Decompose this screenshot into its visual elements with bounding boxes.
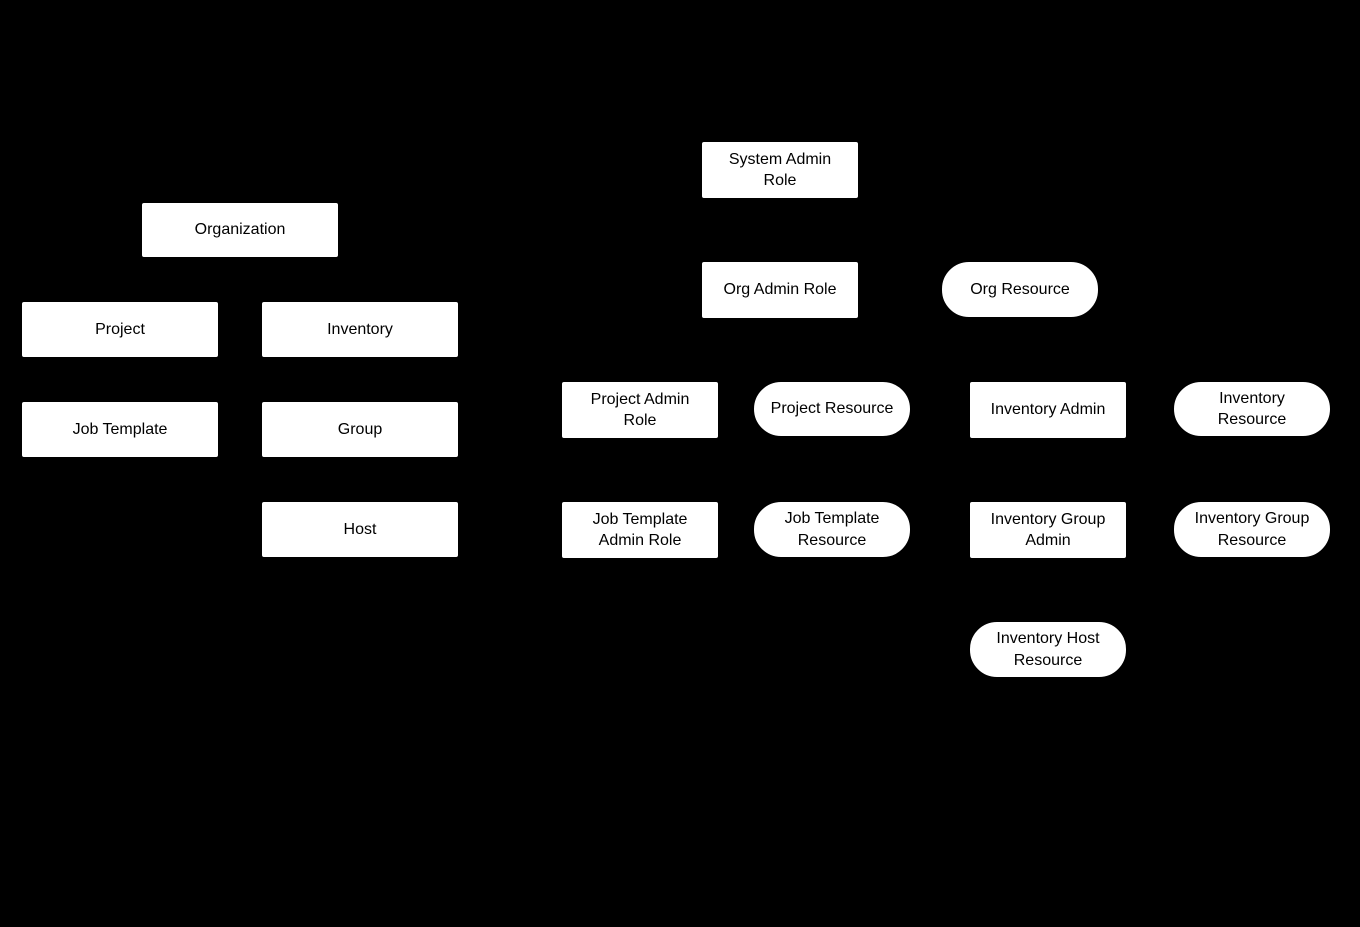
node-job-template-resource: Job Template Resource [753, 501, 911, 558]
node-project-admin-role: Project Admin Role [561, 381, 719, 439]
node-project-resource: Project Resource [753, 381, 911, 437]
node-inventory: Inventory [261, 301, 459, 358]
node-inventory-group-admin: Inventory Group Admin [969, 501, 1127, 559]
node-inventory-host-resource: Inventory Host Resource [969, 621, 1127, 678]
node-org-resource: Org Resource [941, 261, 1099, 318]
node-group: Group [261, 401, 459, 458]
node-system-admin-role: System Admin Role [701, 141, 859, 199]
node-inventory-admin: Inventory Admin [969, 381, 1127, 439]
node-inventory-group-resource: Inventory Group Resource [1173, 501, 1331, 558]
node-organization: Organization [141, 202, 339, 258]
node-job-template: Job Template [21, 401, 219, 458]
node-inventory-resource: Inventory Resource [1173, 381, 1331, 437]
node-host: Host [261, 501, 459, 558]
node-org-admin-role: Org Admin Role [701, 261, 859, 319]
node-project: Project [21, 301, 219, 358]
node-job-template-admin-role: Job Template Admin Role [561, 501, 719, 559]
